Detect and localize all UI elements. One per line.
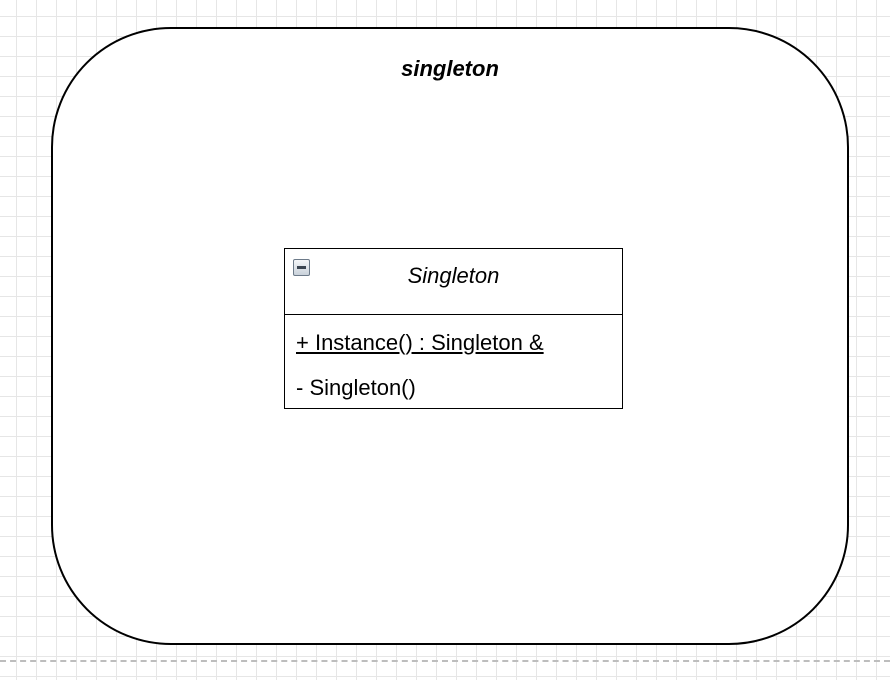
- page-break-line: [0, 660, 890, 662]
- operation-instance[interactable]: + Instance() : Singleton &: [296, 330, 544, 355]
- package-container[interactable]: singleton Singleton + Instance() : Singl…: [51, 27, 849, 645]
- operation-constructor[interactable]: - Singleton(): [296, 375, 416, 400]
- collapse-icon[interactable]: [293, 259, 310, 276]
- class-name: Singleton: [407, 263, 500, 288]
- class-singleton[interactable]: Singleton + Instance() : Singleton & - S…: [284, 248, 623, 409]
- class-header: Singleton: [285, 249, 622, 315]
- package-title: singleton: [401, 56, 499, 81]
